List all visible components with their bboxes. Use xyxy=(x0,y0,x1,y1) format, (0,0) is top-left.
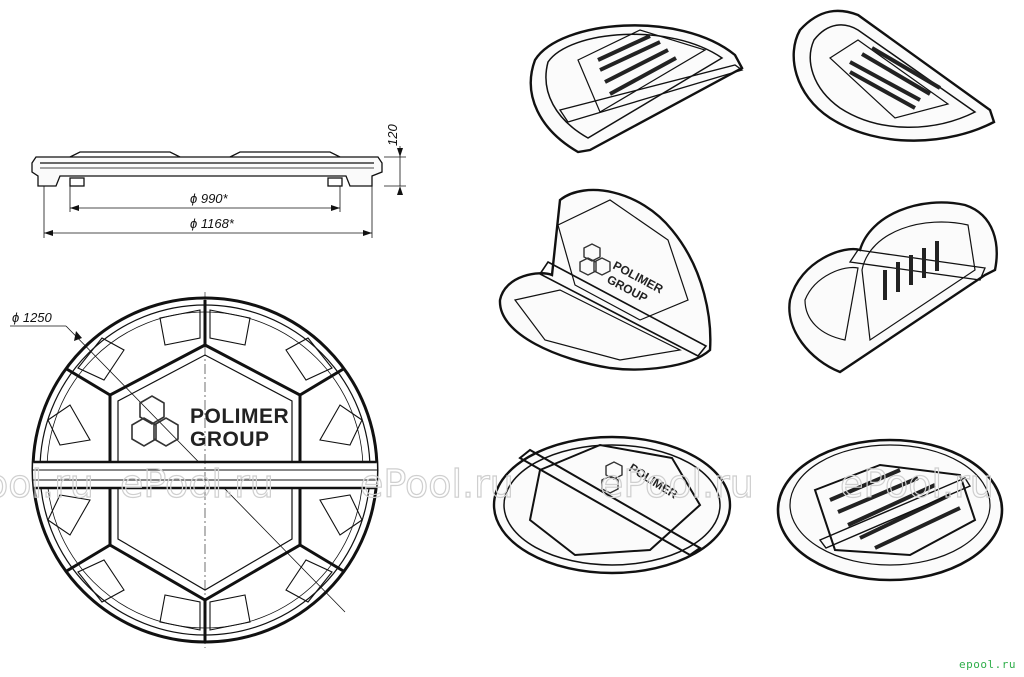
watermark-text-1: ePool.ru xyxy=(0,462,94,506)
isometric-view-folded-underside xyxy=(788,201,998,374)
outer-diameter-label: ϕ 1168* xyxy=(190,216,235,231)
polimer-group-logo-icon xyxy=(131,395,179,447)
isometric-view-half-top-1 xyxy=(529,24,744,154)
inner-diameter-label: ϕ 990* xyxy=(190,191,229,206)
watermark-text-5: ePool.ru xyxy=(840,462,994,506)
dimension-arrows xyxy=(44,148,403,236)
height-dimension-label: 120 xyxy=(385,124,400,146)
footer-watermark: epool.ru xyxy=(959,658,1016,671)
isometric-view-full-underside xyxy=(776,438,1004,582)
plan-rib-structure xyxy=(33,300,377,642)
isometric-view-full-top xyxy=(492,435,732,575)
top-plan-view xyxy=(10,292,379,648)
logo-line-1: POLIMER xyxy=(190,405,289,428)
watermark-text-3: ePool.ru xyxy=(360,462,514,506)
side-profile-view xyxy=(31,146,406,238)
logo-line-2: GROUP xyxy=(190,428,270,451)
isometric-view-folded-logo xyxy=(498,188,712,371)
isometric-view-half-top-2 xyxy=(792,9,996,142)
watermark-layer: ePool.ru ePool.ru ePool.ru ePool.ru ePoo… xyxy=(0,461,994,506)
watermark-text-2: ePool.ru xyxy=(120,462,274,506)
top-diameter-label: ϕ 1250 xyxy=(12,310,53,325)
watermark-text-4: ePool.ru xyxy=(600,462,754,506)
